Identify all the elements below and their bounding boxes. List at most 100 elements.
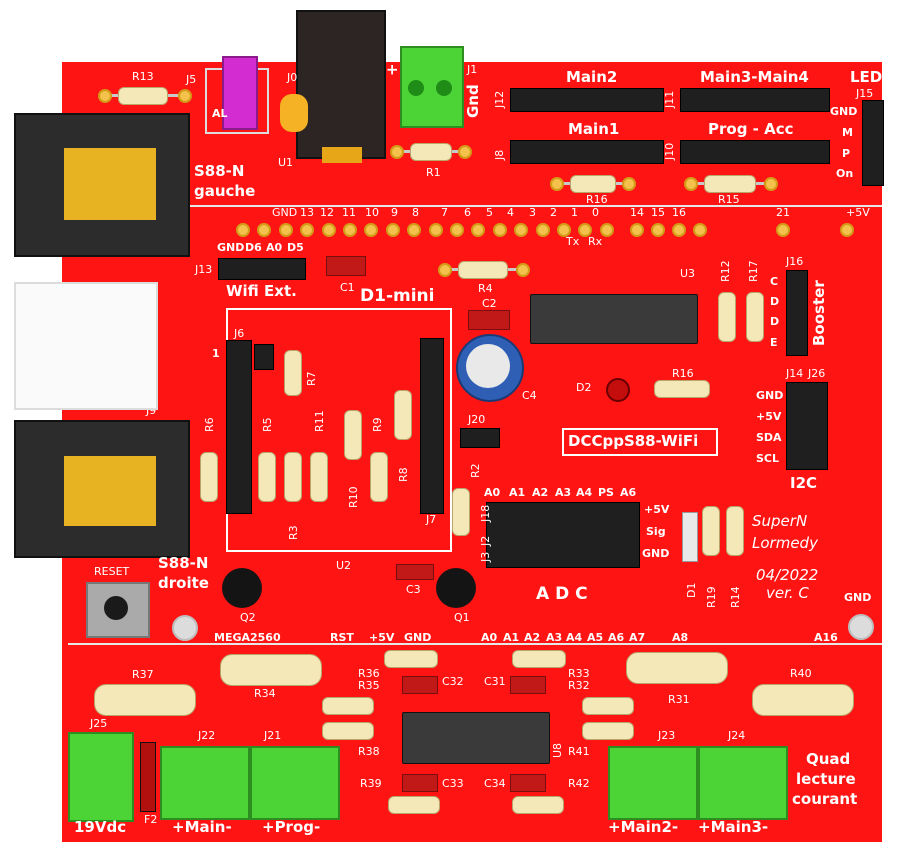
j13-header xyxy=(218,258,306,280)
label-ba0: A0 xyxy=(481,631,498,644)
c31-capacitor xyxy=(510,676,546,694)
r15-body xyxy=(704,175,756,193)
r8-body xyxy=(394,390,412,440)
label-j18: J18 xyxy=(479,504,492,522)
label-c33: C33 xyxy=(442,777,464,790)
label-s88-right: S88-N xyxy=(158,554,209,572)
label-j16-e: E xyxy=(770,336,778,349)
j15-header xyxy=(862,100,884,186)
arduino-outline-bottom xyxy=(68,643,882,645)
label-ba2: A2 xyxy=(524,631,541,644)
label-ba5: A5 xyxy=(587,631,604,644)
j12-header xyxy=(510,88,664,112)
label-quad: Quad xyxy=(806,750,851,768)
label-dccpp: DCCppS88-WiFi xyxy=(568,432,699,450)
c4-top xyxy=(466,344,510,388)
label-gauche: gauche xyxy=(194,182,256,200)
r11-body xyxy=(310,452,328,502)
header-pad xyxy=(651,223,665,237)
label-j16-d1: D xyxy=(770,295,780,308)
label-lecture: lecture xyxy=(796,770,856,788)
label-main1: Main1 xyxy=(568,120,620,138)
label-j16-d2: D xyxy=(770,315,780,328)
label-gnd-right: GND xyxy=(844,591,872,604)
label-j21: J21 xyxy=(264,729,282,742)
label-r10: R10 xyxy=(347,486,360,508)
label-d1: D1 xyxy=(685,582,698,598)
header-pad xyxy=(514,223,529,237)
label-gnd-row: GND xyxy=(272,206,298,219)
reset-button[interactable] xyxy=(104,596,128,620)
j8-header xyxy=(510,140,664,164)
r13-pad-b xyxy=(178,89,192,103)
dc-jack-j0 xyxy=(296,10,386,159)
label-r1: R1 xyxy=(426,166,441,179)
label-j9: J9 xyxy=(146,404,157,417)
label-booster: Booster xyxy=(810,280,828,346)
label-r4: R4 xyxy=(478,282,493,295)
r33-body xyxy=(512,650,566,668)
c34-capacitor xyxy=(510,774,546,792)
j20-header xyxy=(460,428,500,448)
label-u2: U2 xyxy=(336,559,352,572)
label-q1: Q1 xyxy=(454,611,470,624)
label-j13-d6: D6 xyxy=(245,241,262,254)
label-a8: A8 xyxy=(672,631,689,644)
header-pad xyxy=(599,223,614,237)
label-gnd-j1: Gnd xyxy=(464,84,482,118)
label-pin2: 2 xyxy=(550,206,557,219)
label-r8: R8 xyxy=(397,467,410,482)
label-a0: A0 xyxy=(484,486,501,499)
arduino-pin-row xyxy=(236,223,854,237)
label-adc-gnd: GND xyxy=(642,547,670,560)
label-prog-out: +Prog- xyxy=(262,818,321,836)
label-d2: D2 xyxy=(576,381,592,394)
label-pin8: 8 xyxy=(412,206,419,219)
j1-screw-b xyxy=(436,80,452,96)
label-pin13: 13 xyxy=(300,206,314,219)
label-main2: Main2 xyxy=(566,68,618,86)
r7-body xyxy=(284,350,302,396)
r34-body xyxy=(220,654,322,686)
r17-body xyxy=(746,292,764,342)
label-ba4: A4 xyxy=(566,631,583,644)
label-r33: R33 xyxy=(568,667,590,680)
label-j16: J16 xyxy=(786,255,804,268)
label-rx: Rx xyxy=(588,235,603,248)
label-j10: J10 xyxy=(663,142,676,160)
s88-right-contacts xyxy=(64,456,156,526)
header-pad xyxy=(385,223,400,237)
label-c3: C3 xyxy=(406,583,421,596)
label-a4: A4 xyxy=(576,486,593,499)
r13-pad-a xyxy=(98,89,112,103)
label-j15-on: On xyxy=(836,167,854,180)
label-mega2560: MEGA2560 xyxy=(214,631,281,644)
label-19vdc: 19Vdc xyxy=(74,818,127,836)
c2-capacitor xyxy=(468,310,510,330)
j11-header xyxy=(680,88,830,112)
label-adc-5v: +5V xyxy=(644,503,670,516)
label-j13-a0: A0 xyxy=(266,241,283,254)
dc-jack-tab xyxy=(322,147,362,163)
label-r41: R41 xyxy=(568,745,590,758)
j10-header xyxy=(680,140,830,164)
label-pin4: 4 xyxy=(507,206,514,219)
r4-pad-b xyxy=(516,263,530,277)
r41-body xyxy=(582,722,634,740)
label-r9: R9 xyxy=(371,417,384,432)
label-r35: R35 xyxy=(358,679,380,692)
r5-body xyxy=(258,452,276,502)
label-ba6: A6 xyxy=(608,631,625,644)
dccpp-box xyxy=(562,428,718,456)
label-ba3: A3 xyxy=(546,631,563,644)
header-pad xyxy=(278,223,293,237)
label-wifi-ext: Wifi Ext. xyxy=(226,282,297,300)
label-r40: R40 xyxy=(790,667,812,680)
label-s88-left: S88-N xyxy=(194,162,245,180)
label-r12: R12 xyxy=(719,260,732,282)
label-c1: C1 xyxy=(340,281,355,294)
label-r7: R7 xyxy=(305,371,318,386)
label-bot-5v: +5V xyxy=(369,631,395,644)
j16-header xyxy=(786,270,808,356)
